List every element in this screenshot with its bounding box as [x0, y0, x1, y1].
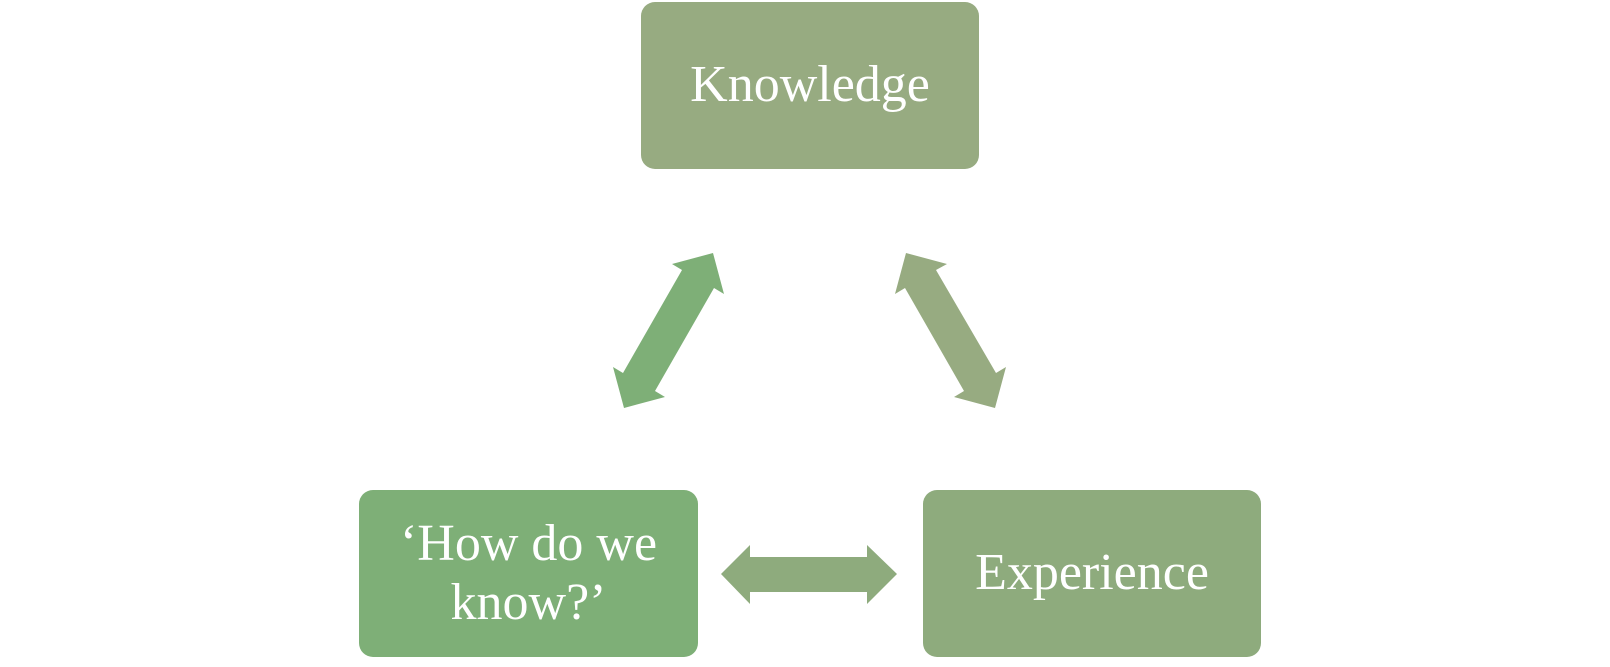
- how-do-we-know-box: ‘How do we know?’: [359, 490, 698, 657]
- double-arrow-knowledge-experience: [895, 253, 1006, 408]
- how-do-we-know-label: ‘How do we know?’: [399, 515, 658, 631]
- double-arrow-how-experience: [721, 545, 897, 604]
- knowledge-box: Knowledge: [641, 2, 979, 169]
- experience-box: Experience: [923, 490, 1261, 657]
- double-arrow-knowledge-how: [613, 253, 724, 408]
- experience-label: Experience: [975, 544, 1209, 602]
- knowledge-label: Knowledge: [690, 56, 930, 114]
